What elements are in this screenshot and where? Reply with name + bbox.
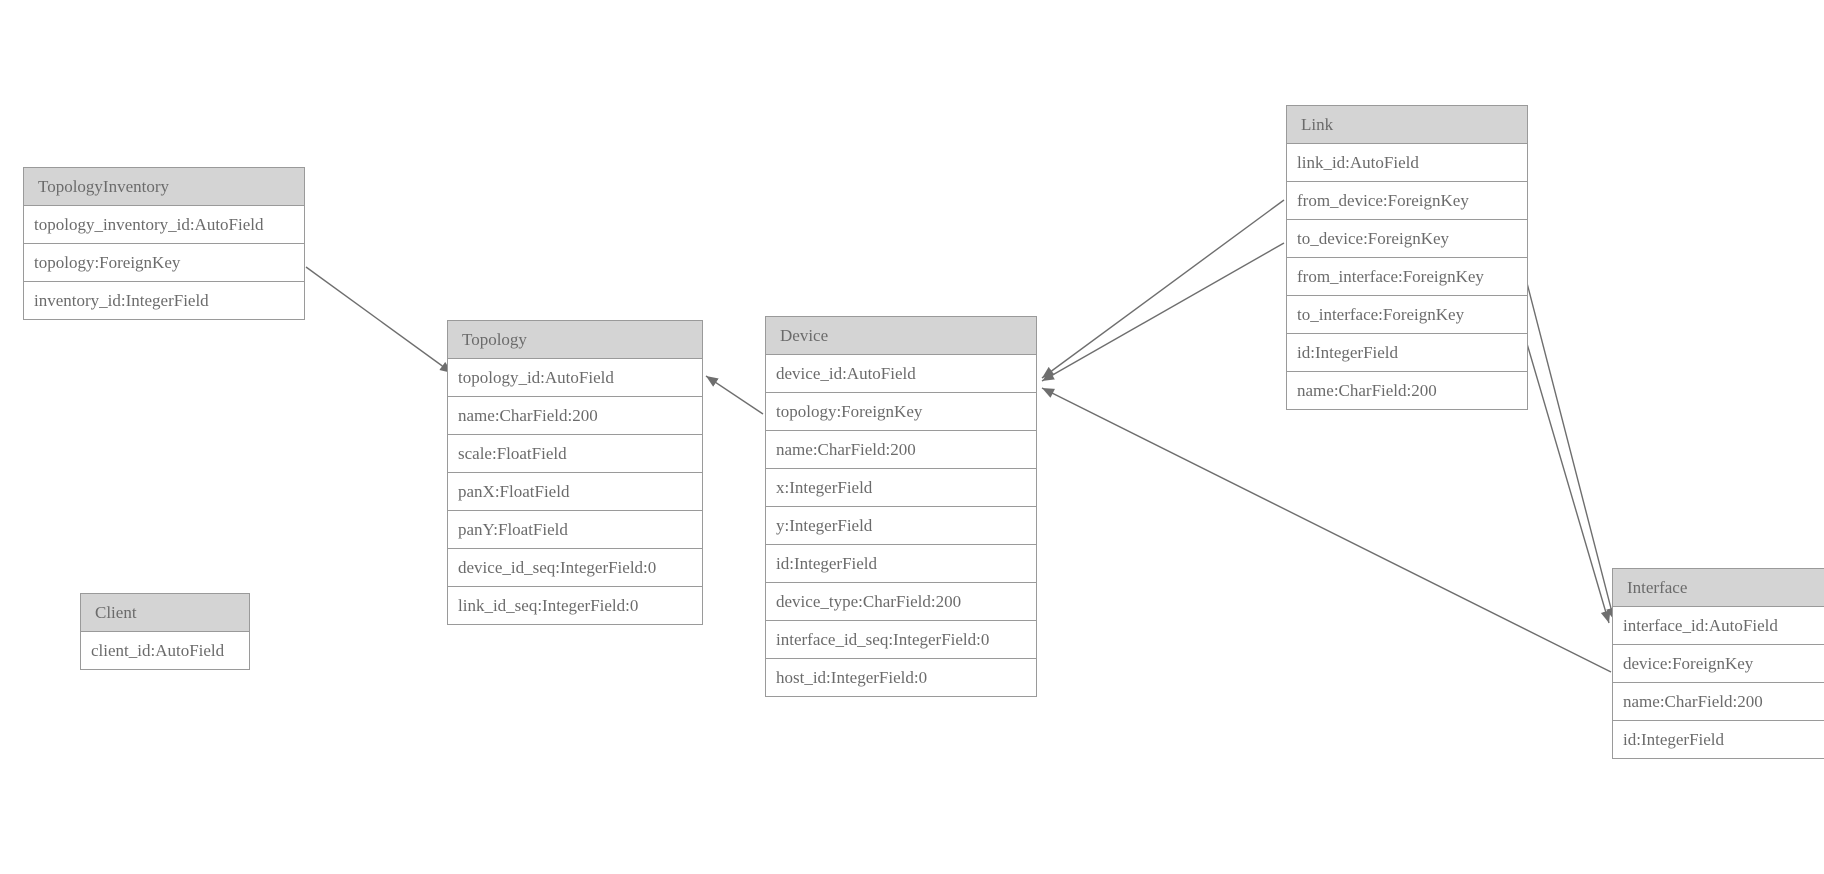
- entity-field: topology:ForeignKey: [24, 244, 304, 282]
- entity-field: scale:FloatField: [448, 435, 702, 473]
- relation-edge-link-from-device: [1041, 199, 1285, 379]
- entity-field: id:IntegerField: [1613, 721, 1824, 758]
- entity-field: x:IntegerField: [766, 469, 1036, 507]
- entity-field: id:IntegerField: [766, 545, 1036, 583]
- entity-field: device:ForeignKey: [1613, 645, 1824, 683]
- entity-title-client: Client: [81, 594, 249, 632]
- entity-field: panY:FloatField: [448, 511, 702, 549]
- entity-field: to_interface:ForeignKey: [1287, 296, 1527, 334]
- entity-field: client_id:AutoField: [81, 632, 249, 669]
- entity-title-topologyinventory: TopologyInventory: [24, 168, 304, 206]
- entity-field: name:CharField:200: [448, 397, 702, 435]
- entity-field: from_device:ForeignKey: [1287, 182, 1527, 220]
- entity-field: name:CharField:200: [1287, 372, 1527, 409]
- entity-field: interface_id_seq:IntegerField:0: [766, 621, 1036, 659]
- entity-field: name:CharField:200: [766, 431, 1036, 469]
- relation-edge-topologyinventory-topology: [305, 266, 453, 374]
- entity-field: topology:ForeignKey: [766, 393, 1036, 431]
- entity-field: y:IntegerField: [766, 507, 1036, 545]
- relation-edge-link-to-device: [1041, 242, 1285, 382]
- entity-field: device_type:CharField:200: [766, 583, 1036, 621]
- entity-field: interface_id:AutoField: [1613, 607, 1824, 645]
- entity-field: topology_inventory_id:AutoField: [24, 206, 304, 244]
- entity-field: id:IntegerField: [1287, 334, 1527, 372]
- relation-edge-link-from-interface: [1526, 282, 1616, 621]
- entity-field: name:CharField:200: [1613, 683, 1824, 721]
- entity-field: host_id:IntegerField:0: [766, 659, 1036, 696]
- entity-title-topology: Topology: [448, 321, 702, 359]
- relation-edge-device-topology: [705, 375, 764, 415]
- entity-field: from_interface:ForeignKey: [1287, 258, 1527, 296]
- entity-title-link: Link: [1287, 106, 1527, 144]
- relation-edge-interface-device: [1041, 387, 1612, 673]
- entity-field: topology_id:AutoField: [448, 359, 702, 397]
- entity-field: device_id_seq:IntegerField:0: [448, 549, 702, 587]
- entity-field: inventory_id:IntegerField: [24, 282, 304, 319]
- entity-title-device: Device: [766, 317, 1036, 355]
- entity-field: device_id:AutoField: [766, 355, 1036, 393]
- entity-field: to_device:ForeignKey: [1287, 220, 1527, 258]
- entity-field: panX:FloatField: [448, 473, 702, 511]
- entity-field: link_id:AutoField: [1287, 144, 1527, 182]
- entity-title-interface: Interface: [1613, 569, 1824, 607]
- entity-field: link_id_seq:IntegerField:0: [448, 587, 702, 624]
